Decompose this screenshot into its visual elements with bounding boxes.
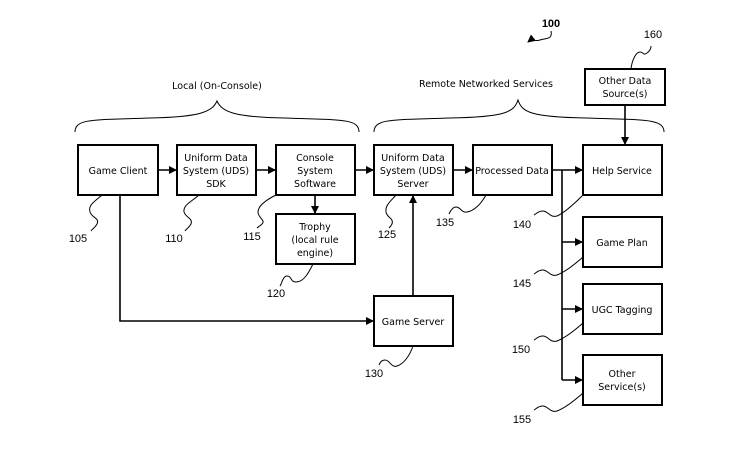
- ref-135: 135: [436, 217, 454, 229]
- leader-110: [183, 194, 200, 232]
- node-help-service: Help Service: [582, 144, 663, 196]
- figure-ref-label: 100: [542, 18, 560, 30]
- node-label: Game Client: [89, 166, 148, 177]
- node-label: Server: [397, 179, 428, 190]
- ref-160: 160: [644, 29, 662, 41]
- leader-150: [533, 322, 584, 342]
- group-label-local: Local (On-Console): [172, 81, 262, 92]
- leader-130: [378, 345, 414, 367]
- ref-145: 145: [513, 278, 531, 290]
- node-label: Game Server: [382, 317, 445, 328]
- node-label: Console: [296, 153, 334, 164]
- node-console-software: Console System Software: [275, 144, 356, 196]
- node-ugc-tagging: UGC Tagging: [582, 283, 663, 335]
- leader-115: [256, 194, 277, 229]
- brace-local: [74, 99, 360, 133]
- leader-135: [448, 194, 487, 215]
- node-uds-sdk: Uniform Data System (UDS) SDK: [176, 144, 257, 196]
- node-label: System (UDS): [380, 166, 446, 177]
- leader-160: [630, 45, 652, 70]
- ref-150: 150: [512, 344, 530, 356]
- node-game-server: Game Server: [373, 295, 454, 347]
- figure-ref-leader: [527, 30, 552, 43]
- ref-115: 115: [243, 231, 261, 243]
- ref-140: 140: [513, 219, 531, 231]
- node-label: Other Data: [599, 76, 652, 87]
- ref-155: 155: [513, 414, 531, 426]
- node-trophy: Trophy (local rule engine): [275, 213, 356, 265]
- group-label-remote: Remote Networked Services: [419, 79, 553, 90]
- node-processed-data: Processed Data: [472, 144, 553, 196]
- ref-110: 110: [165, 233, 183, 245]
- node-uds-server: Uniform Data System (UDS) Server: [373, 144, 454, 196]
- node-label: Trophy: [298, 222, 331, 233]
- node-label: SDK: [206, 179, 226, 190]
- node-other-services: Other Service(s): [582, 354, 663, 406]
- ref-120: 120: [267, 288, 285, 300]
- ref-125: 125: [378, 229, 396, 241]
- node-label: Source(s): [603, 89, 648, 100]
- node-game-plan: Game Plan: [582, 216, 663, 268]
- node-other-data-sources: Other Data Source(s): [584, 68, 666, 106]
- leader-125: [385, 194, 397, 229]
- brace-remote: [373, 98, 665, 133]
- leader-120: [279, 263, 314, 287]
- node-label: Software: [294, 179, 336, 190]
- leader-140: [533, 194, 584, 217]
- node-label: Processed Data: [475, 166, 549, 177]
- arrow-client-to-gameserver: [119, 195, 374, 325]
- node-label: engine): [297, 248, 333, 259]
- node-label: Game Plan: [596, 238, 648, 249]
- node-label: Uniform Data: [381, 153, 444, 164]
- ref-105: 105: [69, 233, 87, 245]
- node-label: (local rule: [291, 235, 338, 246]
- node-label: Help Service: [592, 166, 652, 177]
- leader-145: [533, 256, 584, 276]
- node-label: Service(s): [598, 382, 645, 393]
- leader-105: [89, 194, 103, 232]
- leader-155: [533, 392, 584, 412]
- node-label: UGC Tagging: [592, 305, 653, 316]
- ref-130: 130: [365, 368, 383, 380]
- node-label: Uniform Data: [184, 153, 247, 164]
- node-label: System: [297, 166, 332, 177]
- node-label: System (UDS): [183, 166, 249, 177]
- node-label: Other: [609, 369, 636, 380]
- node-game-client: Game Client: [77, 144, 159, 196]
